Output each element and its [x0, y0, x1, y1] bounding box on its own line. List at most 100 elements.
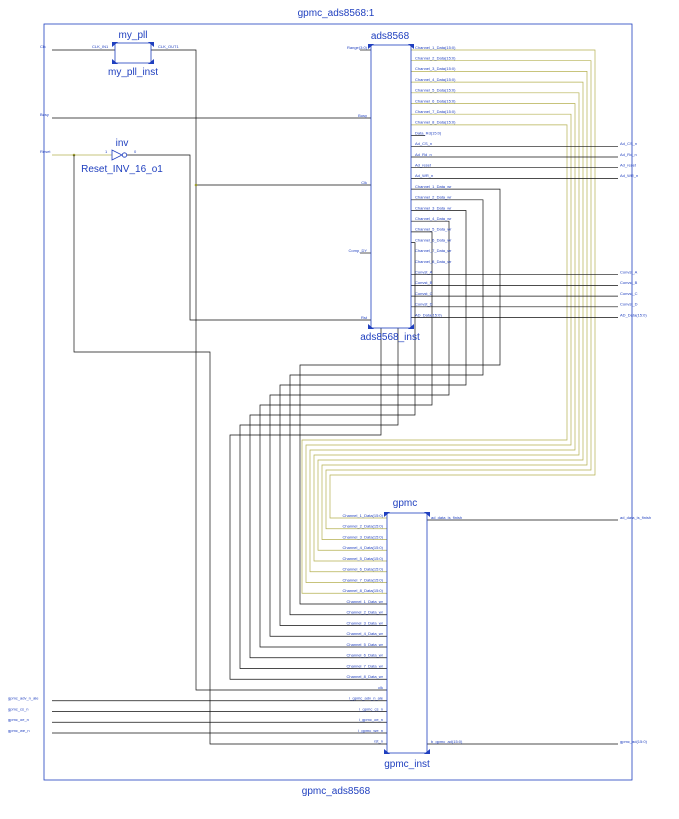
- gpmc-right-pin-labels: ad_data_is_finish b_gpmc_ad(15:0): [431, 515, 463, 744]
- pll-block[interactable]: my_pll CLK_IN1 CLK_OUT1 my_pll_inst: [92, 30, 179, 78]
- ads-pin-range-3-0: Range(3:0): [347, 45, 368, 50]
- wire-channel-wr-1: [299, 188, 501, 605]
- pll-pin-in: CLK_IN1: [92, 44, 109, 49]
- inverter-triangle-icon: [111, 149, 123, 161]
- wire-channel-wr-3: [279, 210, 467, 626]
- ads-right-pin-labels: Channel_1_Data(15:0) Channel_2_Data(15:0)…: [415, 45, 456, 317]
- port-gpmc-cs-n: gpmc_cs_n: [8, 706, 28, 711]
- ads-pin-channel-3-data-wr: Channel_3_Data_wr: [415, 205, 452, 210]
- ads-pin-channel-1-data-wr: Channel_1_Data_wr: [415, 184, 452, 189]
- pll-module-name: my_pll: [119, 30, 148, 41]
- pll-corner-tr: [148, 42, 154, 47]
- gpmc-pin-channel-6-data-15-0: Channel_6_Data(15:0): [343, 567, 384, 572]
- gpmc-corner-tr: [424, 512, 430, 517]
- wire-pll-clk-gpmc: [195, 185, 387, 691]
- gpmc-pin-channel-5-data-wr: Channel_5_Data_wr: [347, 642, 384, 647]
- inverter-out-number: 0: [134, 149, 137, 154]
- gpmc-pin-i-gpmc-we-n: i_gpmc_we_n: [358, 728, 383, 733]
- wire-pll-clk-ads: [151, 49, 371, 186]
- port-ad-data-is-finish: ad_data_is_finish: [620, 515, 651, 520]
- gpmc-pin-b-gpmc-ad-15-0: b_gpmc_ad(15:0): [431, 739, 463, 744]
- inverter-bubble-icon: [121, 152, 128, 158]
- ads-pin-channel-2-data-15-0: Channel_2_Data(15:0): [415, 56, 456, 61]
- gpmc-pin-channel-2-data-15-0: Channel_2_Data(15:0): [343, 524, 384, 529]
- port-ad-wr-n: Ad_WR_n: [620, 173, 638, 178]
- gpmc-pin-channel-1-data-wr: Channel_1_Data_wr: [347, 599, 384, 604]
- ads-pin-channel-8-data-15-0: Channel_8_Data(15:0): [415, 120, 456, 125]
- bus-channel-3: [321, 71, 588, 540]
- gpmc-pin-i-gpmc-adv-n-ale: i_gpmc_adv_n_ale: [349, 696, 383, 701]
- port-ad-cs-n: Ad_CS_n: [620, 141, 637, 146]
- ads-pin-channel-2-data-wr: Channel_2_Data_wr: [415, 195, 452, 200]
- port-gpmc-we-n: gpmc_we_n: [8, 728, 30, 733]
- ads-box[interactable]: [370, 44, 412, 329]
- inverter-instance-name: Reset_INV_16_o1: [81, 164, 163, 175]
- wire-inv-rst: [127, 154, 371, 321]
- bus-channel-7: [305, 113, 572, 583]
- gpmc-pin-ad-data-is-finish: ad_data_is_finish: [431, 515, 462, 520]
- gpmc-corner-bl: [384, 749, 390, 754]
- port-clk: Clk: [40, 44, 46, 49]
- ads-pin-convst-d: Convst_D: [415, 302, 433, 307]
- gpmc-pin-channel-1-data-15-0: Channel_1_Data(15:0): [343, 513, 384, 518]
- ads-corner-br: [408, 324, 414, 329]
- ads-pin-clk: Clk: [361, 180, 367, 185]
- ads-pin-ad-cs-n: Ad_CS_n: [415, 141, 432, 146]
- gpmc-block[interactable]: gpmc Channel_1_Data(15:0)Channel_2_Data(…: [343, 498, 464, 770]
- top-level-port-labels: Ad_CS_nAd_Rd_nAd_resetAd_WR_nConvst_ACon…: [8, 44, 651, 744]
- gpmc-pin-channel-8-data-15-0: Channel_8_Data(15:0): [343, 588, 384, 593]
- ads-pin-channel-1-data-15-0: Channel_1_Data(15:0): [415, 45, 456, 50]
- port-gpmc-ad: gpmc_ad(15:0): [620, 739, 648, 744]
- gpmc-pin-channel-5-data-15-0: Channel_5_Data(15:0): [343, 556, 384, 561]
- ads-pin-ad-data-15-0: AD_Data(15:0): [415, 312, 442, 317]
- gpmc-pin-channel-6-data-wr: Channel_6_Data_wr: [347, 653, 384, 658]
- bottom-module-title: gpmc_ads8568: [302, 786, 371, 797]
- wire-channel-wr-6: [249, 242, 416, 659]
- port-gpmc-adv-n-ale: gpmc_adv_n_ale: [8, 696, 39, 701]
- pll-corner-bl: [112, 59, 118, 64]
- gpmc-pin-i-gpmc-oe-n: i_gpmc_oe_n: [359, 717, 383, 722]
- ads-pin-rst: Rst: [361, 315, 368, 320]
- bus-channel-2: [325, 60, 592, 530]
- ads-corner-tl: [368, 44, 374, 49]
- ads-instance-name: ads8568_inst: [360, 332, 420, 343]
- gpmc-pin-channel-3-data-wr: Channel_3_Data_wr: [347, 620, 384, 625]
- pll-box[interactable]: [114, 42, 152, 64]
- ads-pin-channel-7-data-15-0: Channel_7_Data(15:0): [415, 109, 456, 114]
- ads-pin-data-rd-15-0: Data_Rd(15:0): [415, 130, 442, 135]
- port-gpmc-oe-n: gpmc_oe_n: [8, 717, 29, 722]
- gpmc-corner-tl: [384, 512, 390, 517]
- bus-channel-1: [329, 49, 596, 519]
- wire-channel-wr-5: [259, 231, 433, 648]
- gpmc-left-pin-labels: Channel_1_Data(15:0) Channel_2_Data(15:0)…: [343, 513, 384, 744]
- port-convst-b: Convst_B: [620, 280, 638, 285]
- pll-instance-name: my_pll_inst: [108, 67, 158, 78]
- wire-channel-wr-4: [269, 220, 450, 637]
- ads-corner-tr: [408, 44, 414, 49]
- ads-pin-channel-6-data-15-0: Channel_6_Data(15:0): [415, 98, 456, 103]
- ads-pin-comp-dy: Comp_DY: [349, 248, 368, 253]
- gpmc-pin-channel-2-data-wr: Channel_2_Data_wr: [347, 610, 384, 615]
- gpmc-box[interactable]: [386, 512, 428, 754]
- inverter-in-number: 1: [105, 149, 108, 154]
- gpmc-pin-channel-3-data-15-0: Channel_3_Data(15:0): [343, 534, 384, 539]
- ads-pin-channel-5-data-15-0: Channel_5_Data(15:0): [415, 88, 456, 93]
- ads-pin-channel-7-data-wr: Channel_7_Data_wr: [415, 248, 452, 253]
- ads-pin-channel-4-data-wr: Channel_4_Data_wr: [415, 216, 452, 221]
- ads-pin-channel-3-data-15-0: Channel_3_Data(15:0): [415, 66, 456, 71]
- inverter-block[interactable]: inv 1 0 Reset_INV_16_o1: [81, 138, 163, 175]
- ads-corner-bl: [368, 324, 374, 329]
- gpmc-instance-name: gpmc_inst: [384, 759, 430, 770]
- pll-corner-br: [148, 59, 154, 64]
- ads-pin-busy: Busy: [358, 113, 367, 118]
- gpmc-corner-br: [424, 749, 430, 754]
- bus-channel-6: [309, 103, 576, 573]
- top-module-title: gpmc_ads8568:1: [298, 8, 375, 19]
- gpmc-pin-rst-n: rst_n: [374, 739, 383, 744]
- pll-corner-tl: [112, 42, 118, 47]
- port-convst-d: Convst_D: [620, 302, 638, 307]
- ads-pin-channel-8-data-wr: Channel_8_Data_wr: [415, 259, 452, 264]
